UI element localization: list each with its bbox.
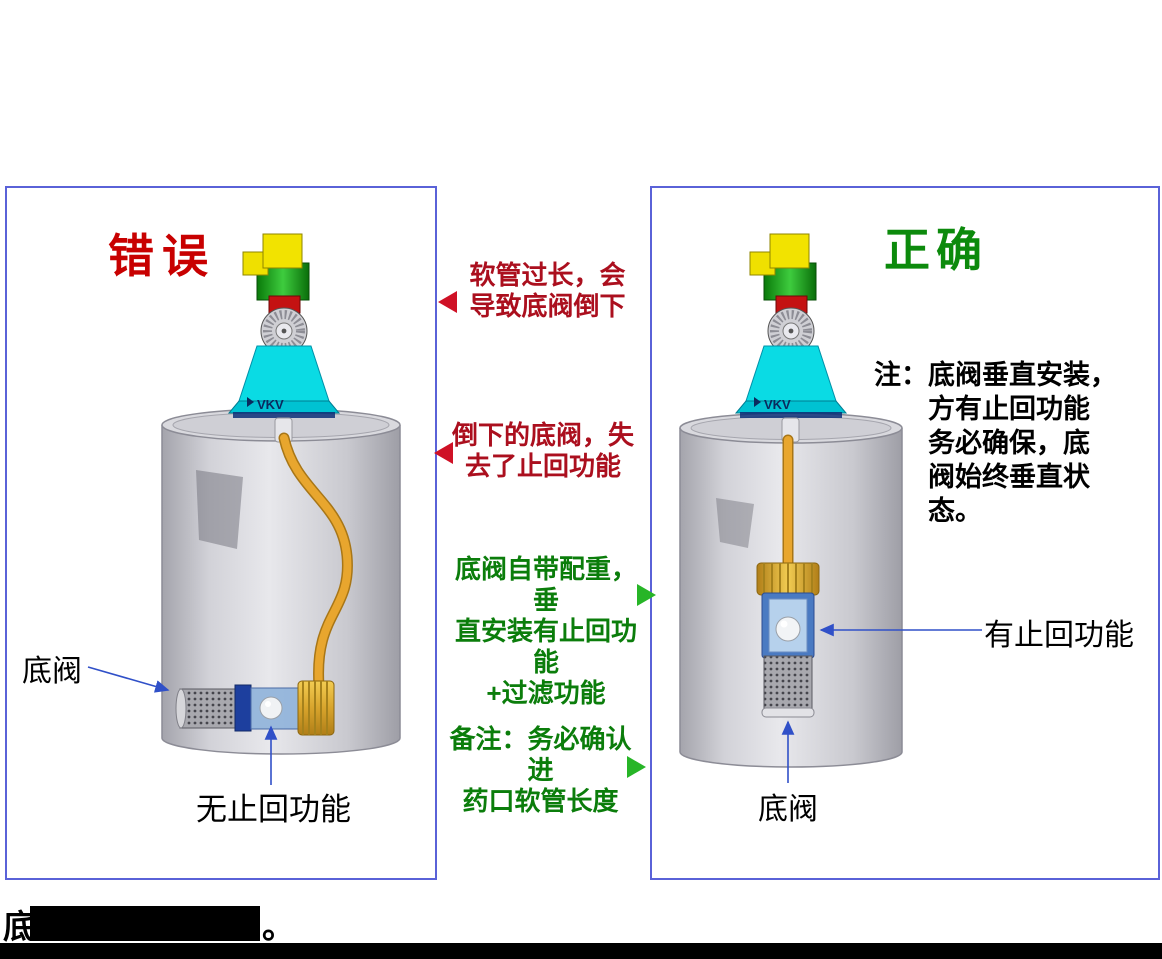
wrong-panel	[5, 186, 437, 880]
vkv-logo-icon	[247, 397, 254, 407]
red-left-arrow-icon	[434, 442, 453, 464]
pump-brand-text: VKV	[257, 397, 284, 412]
footer-text-suffix: 。	[262, 908, 295, 945]
wrong-caption: 无止回功能	[196, 792, 351, 827]
wrong-valve-label: 底阀	[22, 655, 82, 688]
vkv-logo-icon	[754, 397, 761, 407]
annotation-hose-too-long: 软管过长，会 导致底阀倒下	[469, 260, 626, 321]
footer-redaction-bar	[30, 906, 260, 941]
annotation-hose-length-note: 备注：务必确认进 药口软管长度	[449, 724, 632, 816]
green-right-arrow-icon	[637, 584, 656, 606]
check-function-label: 有止回功能	[984, 619, 1134, 652]
correct-title: 正确	[884, 224, 988, 276]
wrong-hose	[278, 432, 353, 692]
bottom-black-bar	[0, 943, 1162, 959]
correct-note-line1: 注：底阀垂直安装，	[874, 360, 1117, 390]
wrong-foot-valve	[175, 680, 335, 736]
annotation-weighted-valve: 底阀自带配重，垂 直安装有止回功能 +过滤功能	[454, 554, 637, 708]
correct-note: 注：底阀垂直安装， 方有止回功能 务必确保，底 阀始终垂直状 态。	[874, 358, 1144, 528]
correct-valve-label: 底阀	[758, 793, 818, 826]
correct-note-rest: 方有止回功能 务必确保，底 阀始终垂直状 态。	[928, 394, 1090, 526]
correct-pump: VKV	[734, 233, 848, 443]
correct-pointer-lines	[781, 623, 982, 783]
wrong-pointer-lines	[87, 666, 278, 785]
correct-panel	[650, 186, 1160, 880]
wrong-title: 错误	[108, 230, 216, 282]
annotation-fallen-valve: 倒下的底阀，失 去了止回功能	[451, 420, 634, 481]
red-left-arrow-icon	[438, 291, 457, 313]
wrong-pump: VKV	[227, 233, 341, 443]
green-right-arrow-icon	[627, 756, 646, 778]
correct-foot-valve	[756, 562, 820, 718]
pump-brand-text: VKV	[764, 397, 791, 412]
